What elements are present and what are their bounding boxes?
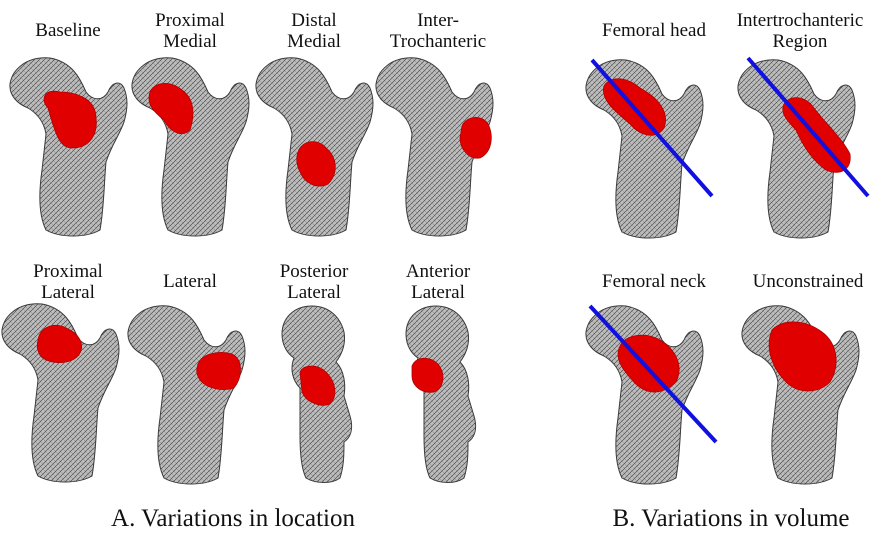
label-line: Proximal <box>33 261 103 282</box>
panel-a-model-label-1: Baseline <box>35 20 100 41</box>
label-line: Lateral <box>280 282 349 303</box>
label-line: Lateral <box>406 282 470 303</box>
panel-a-femur-model-8 <box>406 306 476 483</box>
panel-b-model-label-4: Unconstrained <box>753 271 864 292</box>
label-line: Trochanteric <box>390 31 486 52</box>
femur-mesh <box>128 306 245 484</box>
label-line: Lateral <box>33 282 103 303</box>
label-line: Lateral <box>163 271 217 292</box>
panel-b-femur-model-1 <box>586 60 712 238</box>
label-line: Unconstrained <box>753 271 864 292</box>
label-line: Medial <box>287 31 341 52</box>
femur-mesh <box>406 306 476 483</box>
lesion-region <box>460 117 491 158</box>
panel-a-femur-model-6 <box>128 306 245 484</box>
label-line: Distal <box>287 10 341 31</box>
label-line: Femoral head <box>602 20 706 41</box>
panel-b-femur-model-4 <box>742 306 859 484</box>
label-line: Medial <box>155 31 225 52</box>
panel-a-femur-model-3 <box>256 58 373 236</box>
label-line: Proximal <box>155 10 225 31</box>
label-line: Anterior <box>406 261 470 282</box>
label-line: Intertrochanteric <box>737 10 864 31</box>
label-line: Baseline <box>35 20 100 41</box>
label-line: Femoral neck <box>602 271 706 292</box>
label-line: Posterior <box>280 261 349 282</box>
label-line: Inter- <box>390 10 486 31</box>
panel-b-femur-model-3 <box>586 306 716 484</box>
panel-b-femur-model-2 <box>738 58 868 238</box>
panel-a-femur-model-5 <box>2 304 119 482</box>
panel-a-caption: A. Variations in location <box>111 505 355 533</box>
panel-a-femur-model-1 <box>10 58 127 236</box>
femur-mesh <box>132 58 249 236</box>
panel-a-model-label-4: Inter-Trochanteric <box>390 10 486 52</box>
panel-a-model-label-6: Lateral <box>163 271 217 292</box>
panel-b-caption: B. Variations in volume <box>612 505 849 533</box>
panel-b-model-label-1: Femoral head <box>602 20 706 41</box>
femur-mesh <box>586 306 703 484</box>
panel-b-model-label-3: Femoral neck <box>602 271 706 292</box>
panel-a-femur-model-4 <box>376 58 493 236</box>
panel-a-femur-model-2 <box>132 58 249 236</box>
panel-a-femur-model-7 <box>282 306 352 483</box>
label-line: Region <box>737 31 864 52</box>
